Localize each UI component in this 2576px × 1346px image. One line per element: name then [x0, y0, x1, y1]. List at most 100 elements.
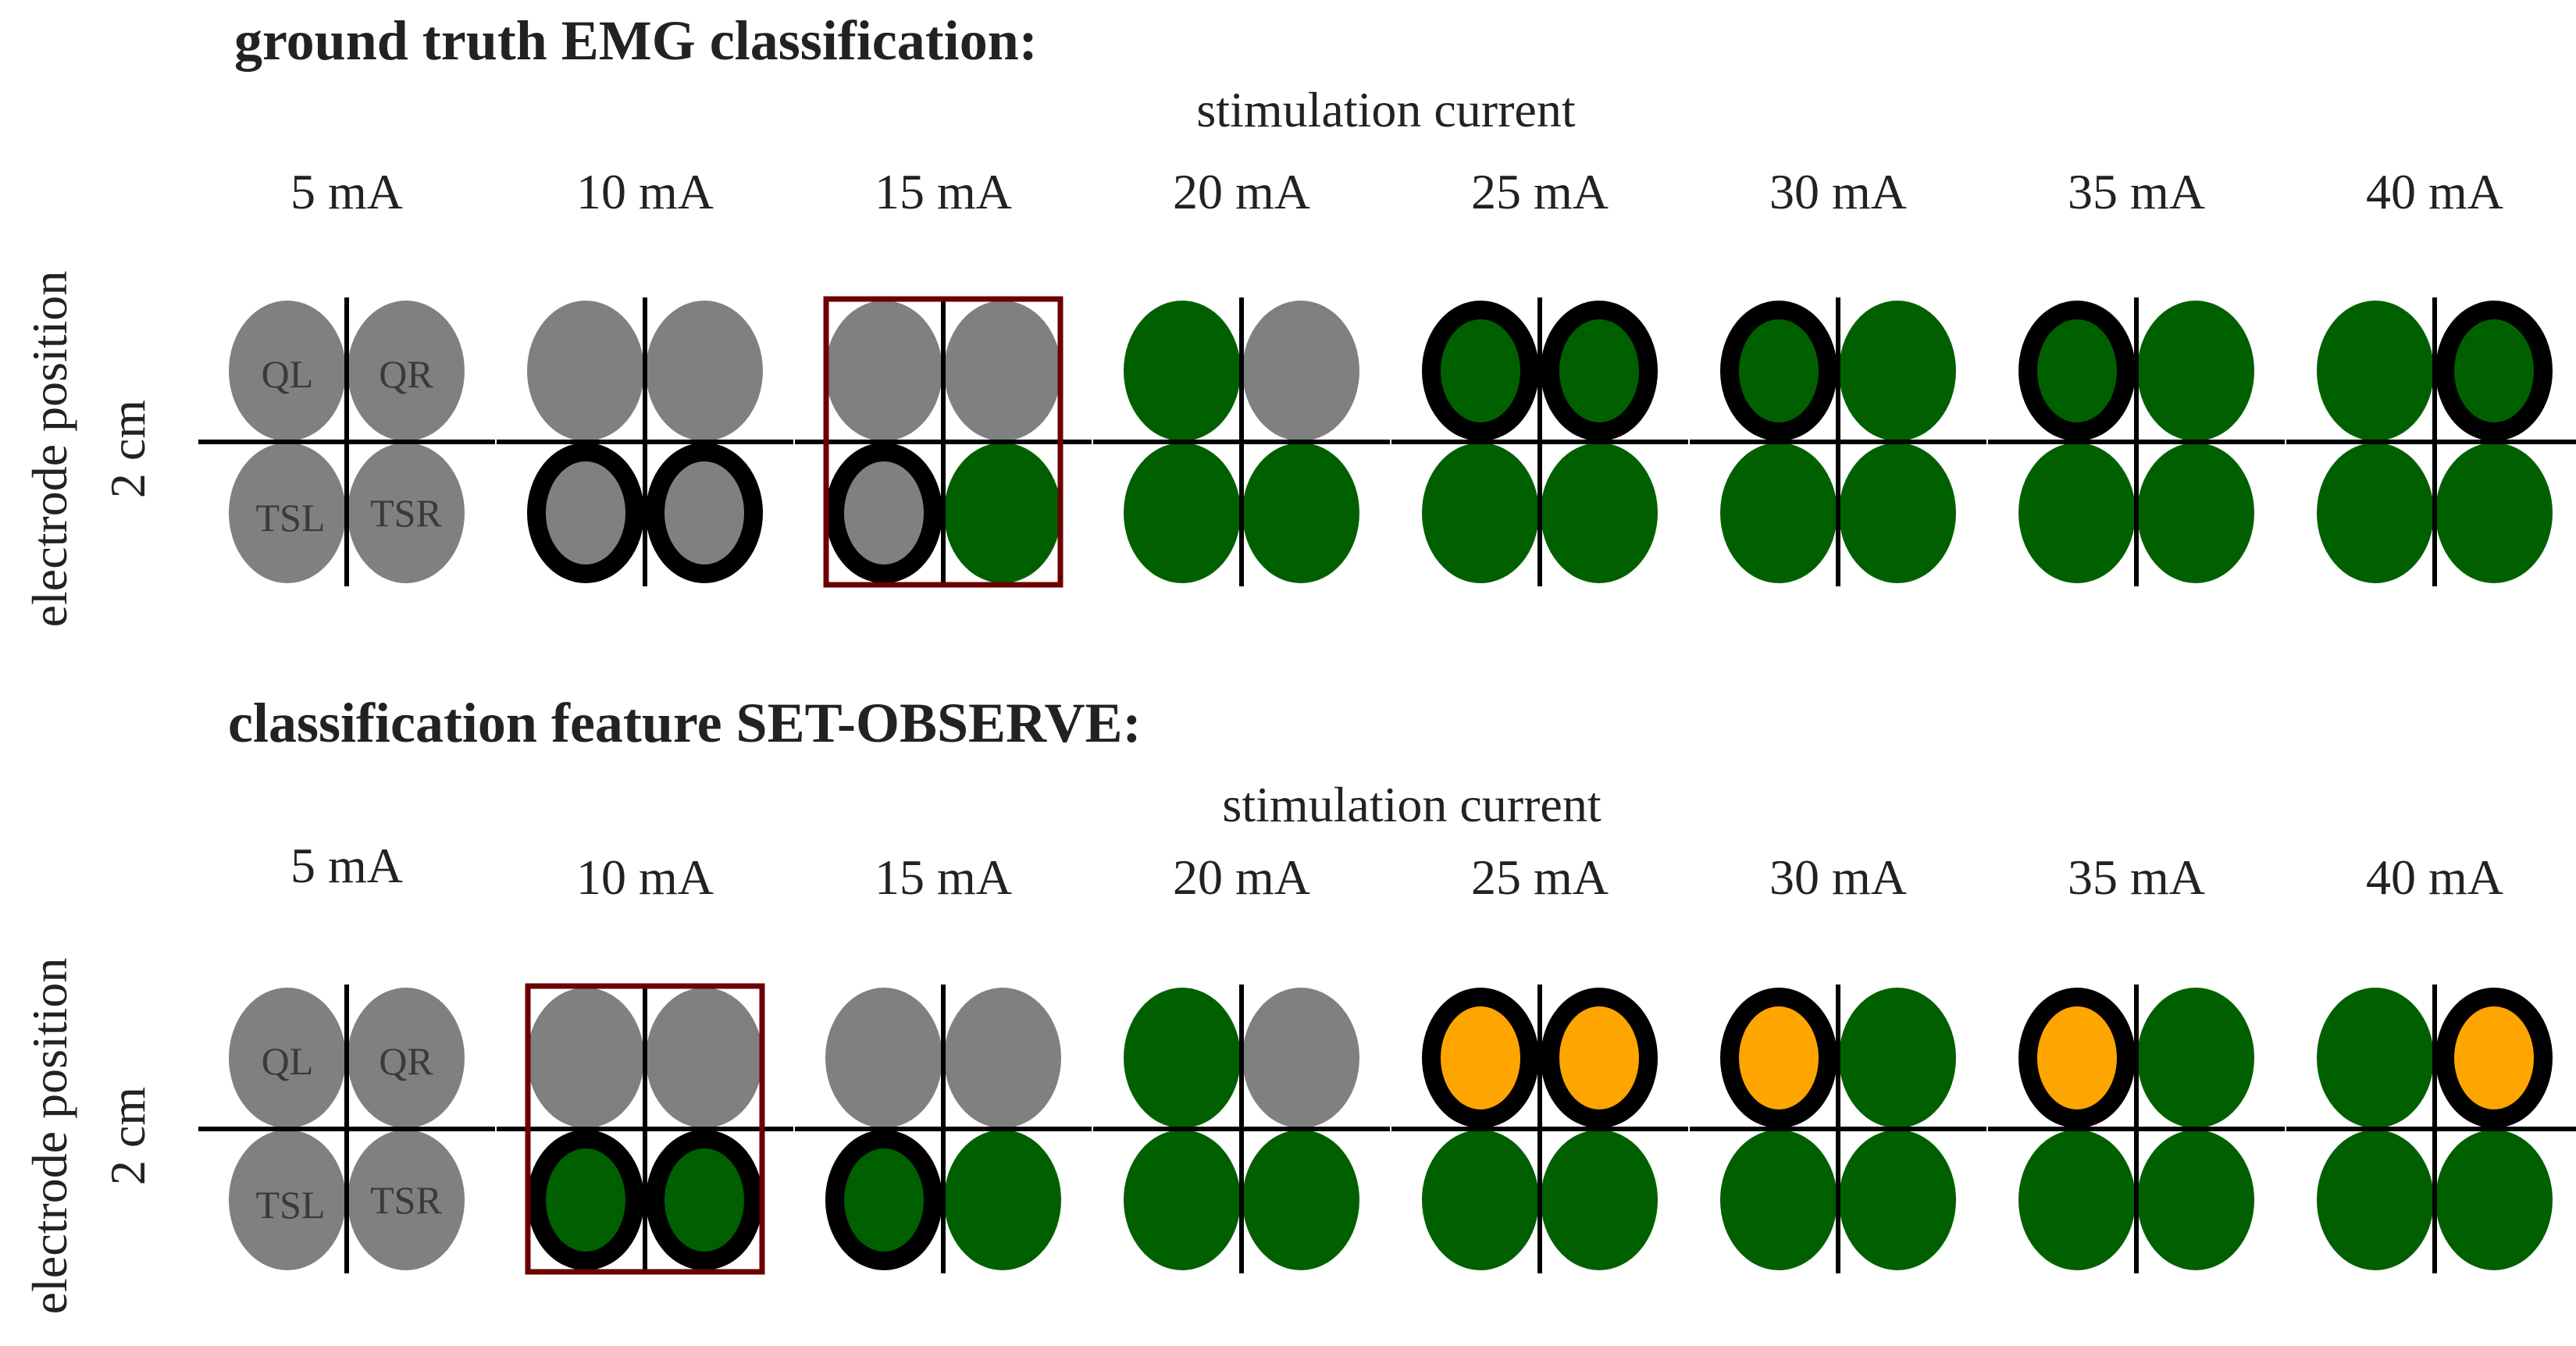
muscle-tsl-marker	[1720, 1130, 1837, 1270]
current-label-10-ma: 10 mA	[576, 164, 714, 219]
muscle-qr-marker	[2137, 988, 2254, 1128]
muscle-label-ql: QL	[262, 352, 314, 396]
muscle-label-tsl: TSL	[256, 1183, 326, 1227]
muscle-ql-marker	[825, 301, 942, 441]
muscle-tsl-marker	[1422, 443, 1539, 583]
muscle-ql-marker	[2018, 988, 2136, 1128]
muscle-ql-marker	[2018, 301, 2136, 441]
current-label-40-ma: 40 mA	[2366, 849, 2503, 905]
muscle-ql-marker	[1720, 301, 1837, 441]
current-label-35-ma: 35 mA	[2068, 849, 2205, 905]
muscle-tsr-marker	[1839, 443, 1956, 583]
muscle-qr-marker	[1242, 301, 1359, 441]
muscle-ql-marker	[1124, 301, 1241, 441]
current-label-30-ma: 30 mA	[1769, 164, 1907, 219]
muscle-ql-marker	[1124, 988, 1241, 1128]
muscle-ql-marker	[2317, 301, 2434, 441]
muscle-tsr-marker	[2137, 1130, 2254, 1270]
muscle-ql-marker	[527, 988, 644, 1128]
current-label-30-ma: 30 mA	[1769, 849, 1907, 905]
muscle-label-qr: QR	[379, 1039, 433, 1083]
current-label-15-ma: 15 mA	[875, 849, 1012, 905]
highlight-box	[823, 296, 1064, 588]
muscle-tsr-marker	[347, 1130, 465, 1270]
muscle-label-tsr: TSR	[370, 491, 442, 535]
muscle-ql-marker	[1720, 988, 1837, 1128]
current-label-40-ma: 40 mA	[2366, 164, 2503, 219]
panel-2-ylabel-line2: 2 cm	[100, 1087, 155, 1185]
muscle-tsl-marker	[1720, 443, 1837, 583]
current-label-35-ma: 35 mA	[2068, 164, 2205, 219]
panel-1-grid: 5 mA QL QR TSL TSR 10 mA 15 mA 20 mA 25 mA 30 mA 3…	[198, 164, 2576, 588]
muscle-label-ql: QL	[262, 1039, 314, 1083]
current-label-25-ma: 25 mA	[1471, 164, 1609, 219]
muscle-tsl-marker	[825, 443, 942, 583]
muscle-tsr-marker	[1541, 443, 1658, 583]
muscle-tsl-marker	[825, 1130, 942, 1270]
muscle-tsl-marker	[2018, 1130, 2136, 1270]
muscle-tsr-marker	[1242, 443, 1359, 583]
muscle-ql-marker	[825, 988, 942, 1128]
current-label-5-ma: 5 mA	[290, 838, 403, 893]
muscle-qr-marker	[1839, 988, 1956, 1128]
muscle-tsl-marker	[1124, 1130, 1241, 1270]
muscle-tsr-marker	[347, 443, 465, 583]
muscle-tsl-marker	[2317, 1130, 2434, 1270]
muscle-tsr-marker	[646, 443, 763, 583]
muscle-qr-marker	[347, 988, 465, 1128]
muscle-label-tsl: TSL	[256, 496, 326, 539]
muscle-tsr-marker	[1541, 1130, 1658, 1270]
panel-1-xlabel: stimulation current	[1196, 82, 1575, 137]
muscle-tsr-marker	[2435, 443, 2553, 583]
muscle-qr-marker	[2435, 301, 2553, 441]
muscle-qr-marker	[944, 301, 1061, 441]
muscle-tsr-marker	[1242, 1130, 1359, 1270]
muscle-qr-marker	[1242, 988, 1359, 1128]
muscle-tsr-marker	[2435, 1130, 2553, 1270]
panel-2-title: classification feature SET-OBSERVE:	[228, 692, 1142, 754]
muscle-qr-marker	[646, 301, 763, 441]
current-label-20-ma: 20 mA	[1173, 164, 1310, 219]
muscle-label-qr: QR	[379, 352, 433, 396]
muscle-qr-marker	[1541, 301, 1658, 441]
muscle-qr-marker	[2137, 301, 2254, 441]
panel-2-xlabel: stimulation current	[1222, 777, 1601, 832]
muscle-ql-marker	[2317, 988, 2434, 1128]
muscle-ql-marker	[229, 988, 346, 1128]
current-label-10-ma: 10 mA	[576, 849, 714, 905]
panel-1-ylabel-line1: electrode position	[22, 271, 77, 628]
muscle-qr-marker	[646, 988, 763, 1128]
muscle-tsr-marker	[646, 1130, 763, 1270]
muscle-qr-marker	[1839, 301, 1956, 441]
muscle-tsr-marker	[944, 1130, 1061, 1270]
muscle-tsl-marker	[527, 443, 644, 583]
muscle-tsl-marker	[2018, 443, 2136, 583]
muscle-label-tsr: TSR	[370, 1178, 442, 1222]
panel-2-grid: 5 mA QL QR TSL TSR 10 mA 15 mA 20 mA 25 mA 30 mA 3…	[198, 838, 2576, 1275]
panel-1-ylabel-line2: 2 cm	[100, 400, 155, 498]
panel-2-ylabel-line1: electrode position	[22, 958, 77, 1315]
muscle-tsl-marker	[229, 1130, 346, 1270]
current-label-15-ma: 15 mA	[875, 164, 1012, 219]
muscle-tsr-marker	[1839, 1130, 1956, 1270]
muscle-qr-marker	[347, 301, 465, 441]
muscle-tsl-marker	[2317, 443, 2434, 583]
muscle-qr-marker	[944, 988, 1061, 1128]
muscle-tsl-marker	[1124, 443, 1241, 583]
muscle-ql-marker	[1422, 988, 1539, 1128]
current-label-25-ma: 25 mA	[1471, 849, 1609, 905]
muscle-tsl-marker	[1422, 1130, 1539, 1270]
muscle-tsr-marker	[2137, 443, 2254, 583]
muscle-tsr-marker	[944, 443, 1061, 583]
current-label-5-ma: 5 mA	[290, 164, 403, 219]
highlight-box	[525, 983, 765, 1275]
muscle-tsl-marker	[229, 443, 346, 583]
muscle-qr-marker	[2435, 988, 2553, 1128]
panel-1-title: ground truth EMG classification:	[234, 9, 1038, 72]
muscle-qr-marker	[1541, 988, 1658, 1128]
muscle-tsl-marker	[527, 1130, 644, 1270]
current-label-20-ma: 20 mA	[1173, 849, 1310, 905]
muscle-ql-marker	[229, 301, 346, 441]
muscle-ql-marker	[1422, 301, 1539, 441]
